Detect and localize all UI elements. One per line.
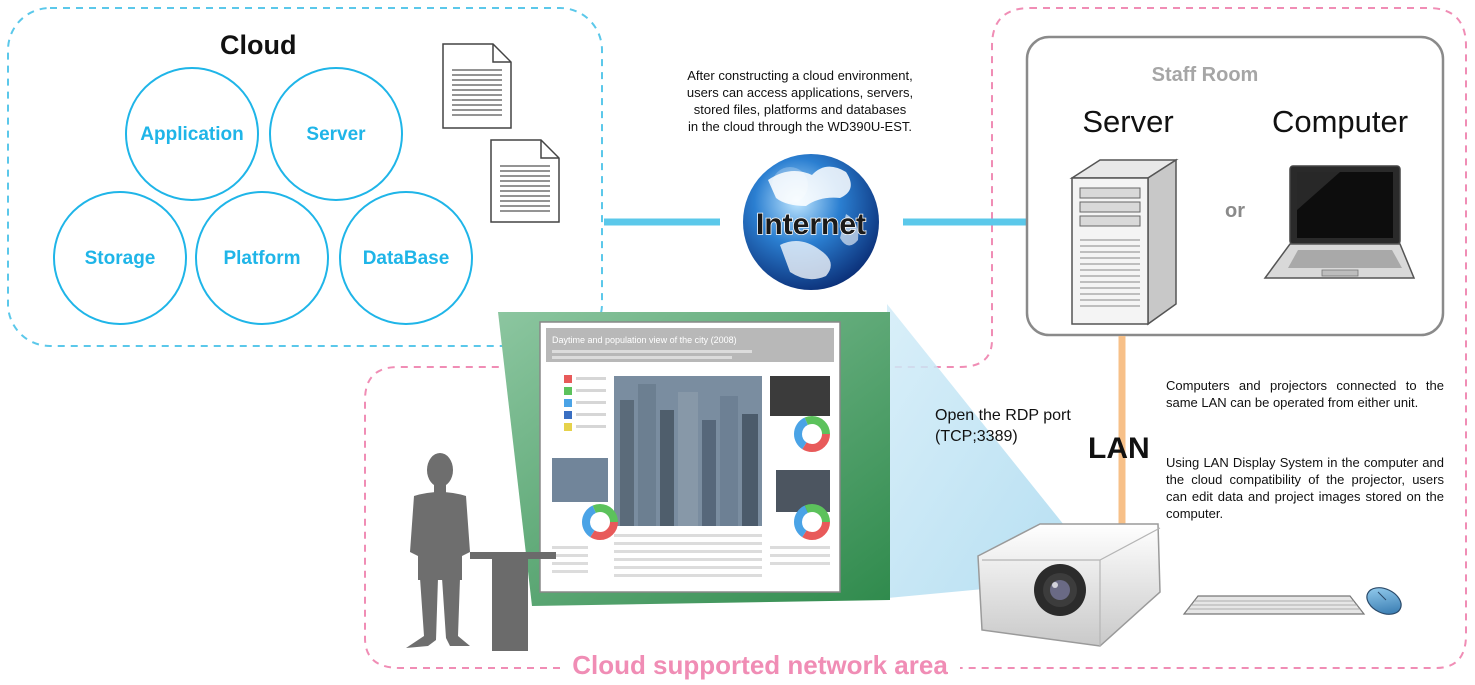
rdp-port-line: Open the RDP port: [935, 407, 1071, 424]
lan-note-operation: Computers and projectors connected to th…: [1166, 378, 1444, 410]
staff-room-title: Staff Room: [1151, 64, 1259, 86]
server-tower-icon: [1069, 158, 1179, 326]
globe-icon: [743, 154, 879, 290]
internet-label: Internet: [756, 208, 866, 241]
lan-note-display-system: Using LAN Display System in the computer…: [1166, 455, 1444, 521]
service-circle-application: [125, 67, 259, 201]
internet-description-line: users can access applications, servers,: [686, 85, 914, 100]
internet-description-line: stored files, platforms and databases: [693, 102, 907, 117]
service-circle-database: [339, 191, 473, 325]
keyboard-icon: [1182, 595, 1366, 615]
cloud-title: Cloud: [220, 30, 297, 60]
service-label-application: Application: [140, 124, 244, 145]
cloud-boundary: [7, 7, 603, 347]
service-circle-server: [269, 67, 403, 201]
slide-donut-charts: [582, 416, 830, 540]
mouse-icon: [1366, 587, 1402, 615]
computer-label: Computer: [1271, 104, 1409, 139]
internet-description-line: After constructing a cloud environment,: [687, 68, 913, 83]
service-circle-storage: [53, 191, 187, 325]
slide-city-photo: [614, 376, 762, 526]
document-icon: [442, 43, 512, 129]
rdp-port-value: (TCP;3389): [935, 428, 1018, 445]
service-label-storage: Storage: [84, 248, 156, 269]
or-label: or: [1225, 200, 1245, 222]
projection-beam: [887, 304, 1076, 598]
slide-legend: [564, 375, 606, 431]
slide-side-photos: [552, 376, 830, 512]
service-label-database: DataBase: [362, 248, 450, 269]
projector-icon: [977, 523, 1161, 647]
network-area-label: Cloud supported network area: [572, 650, 948, 680]
service-circle-platform: [195, 191, 329, 325]
rdp-port-note: Open the RDP port (TCP;3389): [935, 405, 1085, 447]
podium-icon: [470, 552, 556, 651]
internet-description: After constructing a cloud environment, …: [645, 67, 955, 135]
presenter-silhouette-icon: [406, 453, 470, 648]
document-icon: [490, 139, 560, 223]
slide-title: Daytime and population view of the city …: [552, 335, 737, 345]
service-label-server: Server: [306, 124, 366, 145]
internet-description-line: in the cloud through the WD390U-EST.: [687, 119, 912, 134]
server-label: Server: [1082, 104, 1174, 139]
laptop-icon: [1263, 165, 1416, 279]
service-label-platform: Platform: [223, 248, 301, 269]
projection-screen: Daytime and population view of the city …: [498, 312, 890, 606]
lan-label: LAN: [1088, 432, 1150, 465]
